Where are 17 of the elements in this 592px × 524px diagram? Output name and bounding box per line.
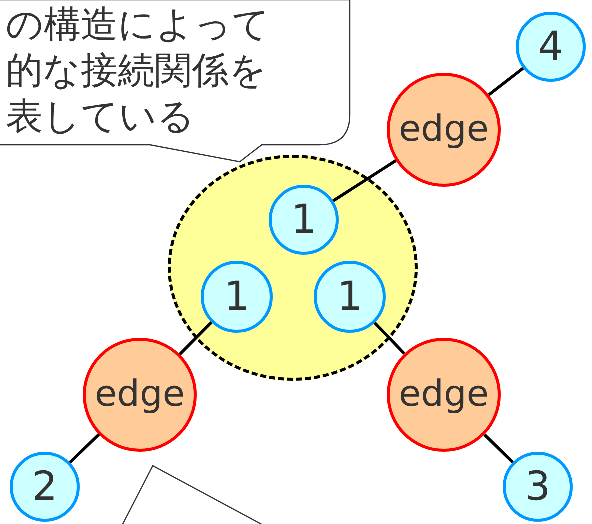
node-label: 3 [525, 467, 551, 507]
connector-line [179, 322, 213, 356]
connector-line [374, 322, 406, 355]
callout-text: の構造によって的な接続関係を表している [6, 2, 271, 140]
connector-line [488, 67, 524, 96]
node-label: 4 [538, 27, 564, 67]
node-label: 1 [291, 200, 317, 240]
connector-line [484, 434, 514, 464]
node-label: edge [399, 377, 489, 413]
connector-line [69, 434, 100, 464]
node-label: 2 [32, 467, 58, 507]
node-label: 1 [224, 277, 250, 317]
connector-line [332, 160, 397, 202]
speech-bubble [0, 0, 351, 163]
node-label: edge [95, 377, 185, 413]
node-label: 1 [337, 277, 363, 317]
node-label: edge [399, 112, 489, 148]
